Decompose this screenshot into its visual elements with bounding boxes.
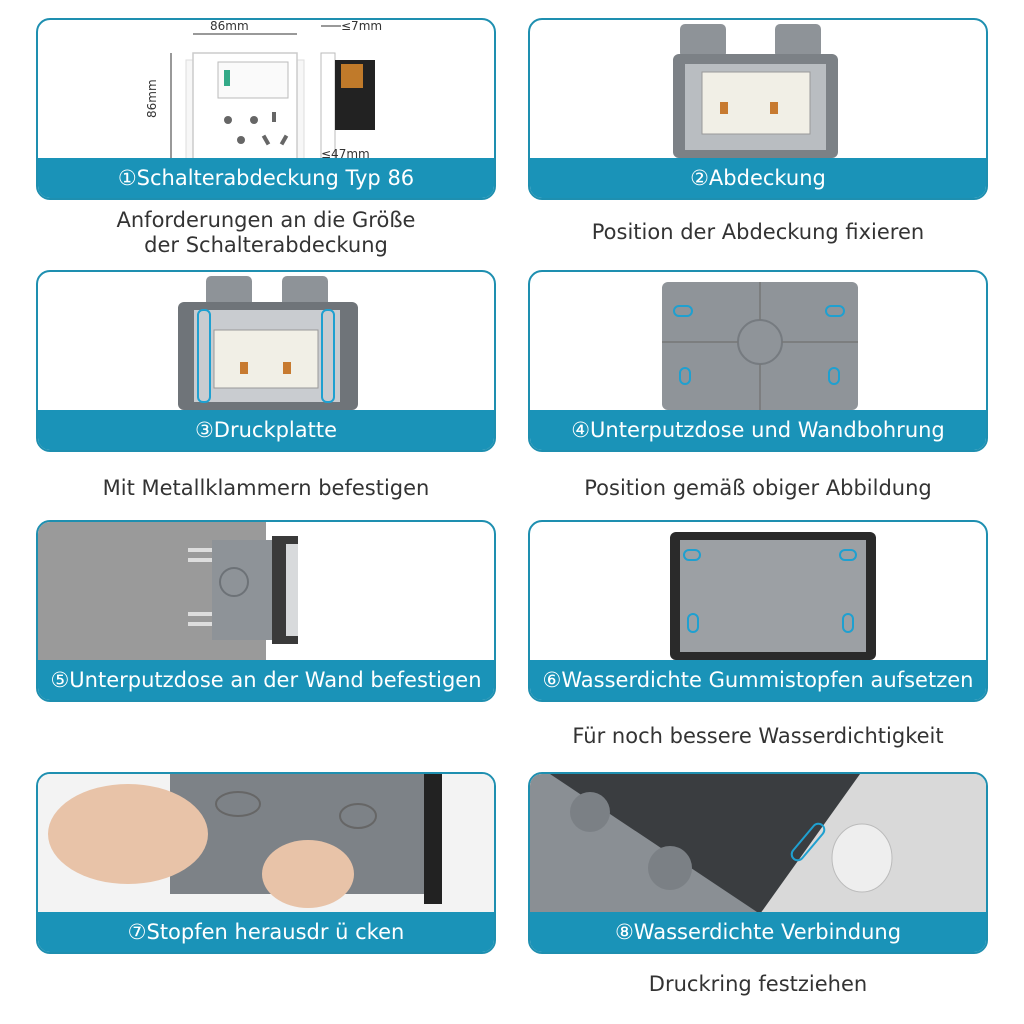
dim-width: 86mm xyxy=(210,20,249,33)
step-caption-4: Position gemäß obiger Abbildung xyxy=(584,476,932,500)
step-label: ⑥Wasserdichte Gummistopfen aufsetzen xyxy=(530,660,986,700)
step-card-7: ⑦Stopfen herausdr ü cken xyxy=(36,772,496,954)
step-label: ⑦Stopfen herausdr ü cken xyxy=(38,912,494,952)
dim-height: 86mm xyxy=(145,79,159,118)
step-caption-2: Position der Abdeckung fixieren xyxy=(591,220,925,244)
step-label: ②Abdeckung xyxy=(530,158,986,198)
step-caption-1: Anforderungen an die Größe der Schaltera… xyxy=(116,208,416,257)
step-caption-3: Mit Metallklammern befestigen xyxy=(102,476,430,500)
pressure-plate-image xyxy=(38,272,494,412)
dim-box: ≤47mm xyxy=(321,147,370,160)
step-card-5: ⑤Unterputzdose an der Wand befestigen xyxy=(36,520,496,702)
step-card-8: ⑧Wasserdichte Verbindung xyxy=(528,772,988,954)
cover-image xyxy=(530,20,986,160)
step-card-2: ②Abdeckung xyxy=(528,18,988,200)
step-label: ④Unterputzdose und Wandbohrung xyxy=(530,410,986,450)
step-card-1: 86mm ≤7mm ≤47mm 86mm ①Schalterabdeckung … xyxy=(36,18,496,200)
step-label: ⑤Unterputzdose an der Wand befestigen xyxy=(38,660,494,700)
step-label: ③Druckplatte xyxy=(38,410,494,450)
dim-depth: ≤7mm xyxy=(341,20,382,33)
switch-dimension-image: 86mm ≤7mm ≤47mm 86mm xyxy=(38,20,494,160)
junction-box-image xyxy=(530,272,986,412)
step-label: ①Schalterabdeckung Typ 86 xyxy=(38,158,494,198)
rubber-plug-image xyxy=(530,522,986,662)
waterproof-connection-image xyxy=(530,774,986,914)
step-caption-6: Für noch bessere Wasserdichtigkeit xyxy=(572,724,944,748)
step-caption-8: Druckring festziehen xyxy=(648,972,868,996)
wall-mount-image xyxy=(38,522,494,662)
step-card-4: ④Unterputzdose und Wandbohrung xyxy=(528,270,988,452)
step-card-6: ⑥Wasserdichte Gummistopfen aufsetzen xyxy=(528,520,988,702)
plug-removal-image xyxy=(38,774,494,914)
step-card-3: ③Druckplatte xyxy=(36,270,496,452)
step-label: ⑧Wasserdichte Verbindung xyxy=(530,912,986,952)
